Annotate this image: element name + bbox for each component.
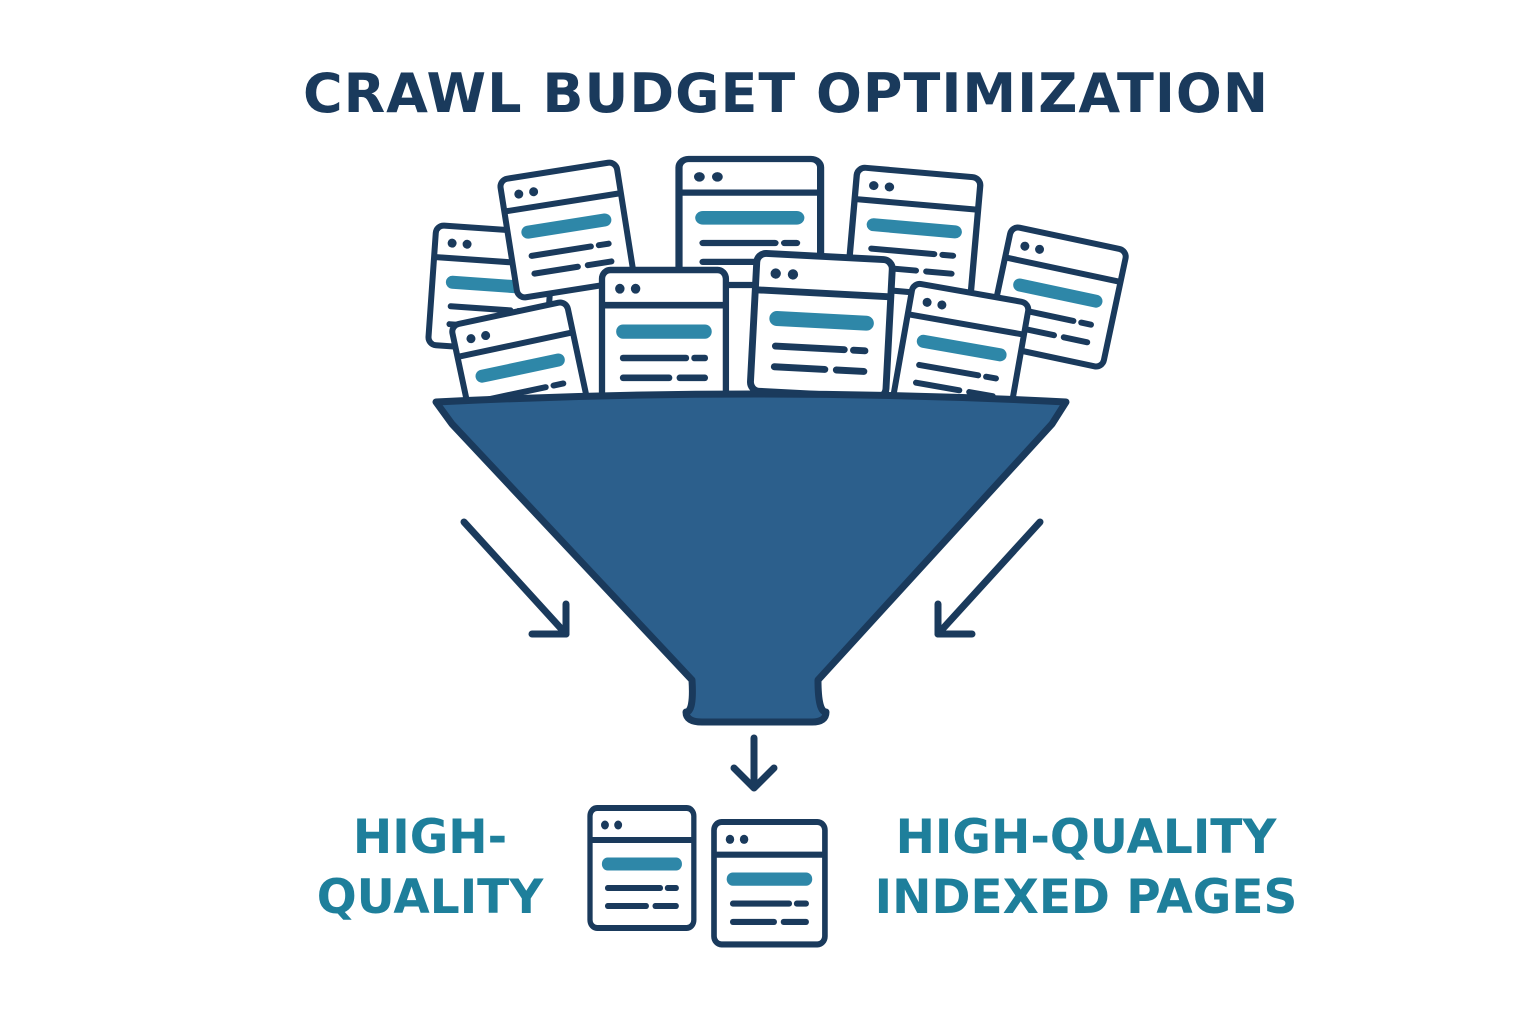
funnel-icon xyxy=(432,390,1070,726)
down-arrow-icon xyxy=(730,734,778,792)
output-page-icon xyxy=(714,822,825,944)
left-arrow-icon xyxy=(460,518,570,638)
right-label: HIGH-QUALITY INDEXED PAGES xyxy=(866,808,1306,928)
right-arrow-icon xyxy=(934,518,1044,638)
right-label-line-1: HIGH-QUALITY xyxy=(895,810,1277,865)
left-label-line-1: HIGH- xyxy=(352,810,508,865)
right-label-line-2: INDEXED PAGES xyxy=(874,870,1298,925)
input-page-icon xyxy=(750,253,893,398)
left-label: HIGH- QUALITY xyxy=(290,808,570,928)
left-label-line-2: QUALITY xyxy=(316,870,544,925)
output-page-icon xyxy=(590,808,694,928)
input-page-icon xyxy=(602,270,726,402)
diagram-title: CRAWL BUDGET OPTIMIZATION xyxy=(302,62,1270,125)
